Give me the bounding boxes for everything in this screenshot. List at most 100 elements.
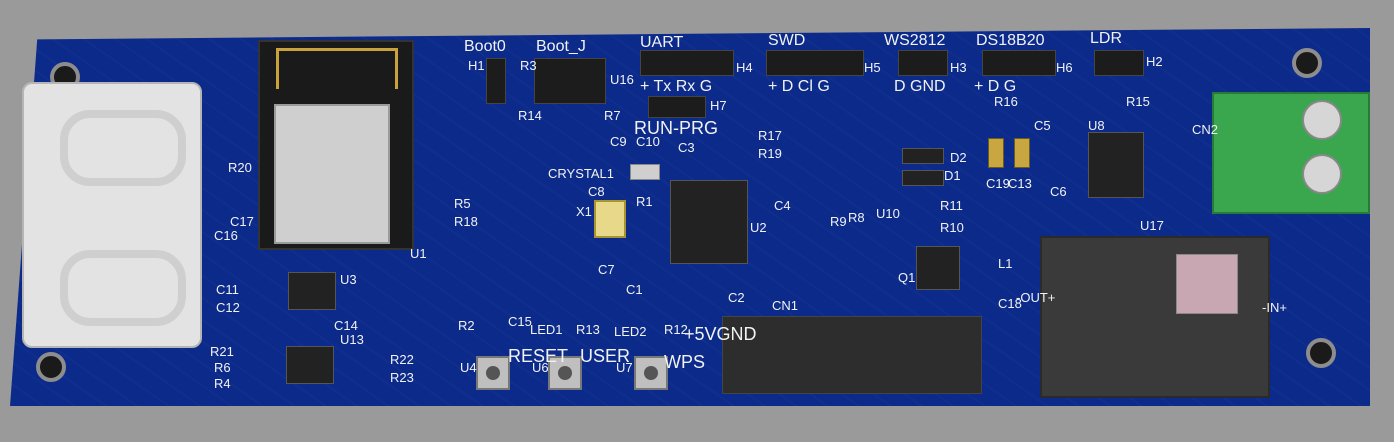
oscillator-x1 xyxy=(594,200,626,238)
uart-label: UART xyxy=(640,34,684,51)
mounting-hole xyxy=(1292,48,1322,78)
cap-c19 xyxy=(988,138,1004,168)
x1-label: X1 xyxy=(576,204,592,219)
led1-label: LED1 xyxy=(530,322,563,337)
mounting-hole xyxy=(1306,338,1336,368)
r2-label: R2 xyxy=(458,318,475,333)
h6-label: H6 xyxy=(1056,60,1073,75)
c14-label: C14 xyxy=(334,318,358,333)
battery-clip xyxy=(60,110,186,186)
header-ws2812 xyxy=(898,50,948,76)
h1-label: H1 xyxy=(468,58,485,73)
battery-clip xyxy=(60,250,186,326)
inductor xyxy=(1176,254,1238,314)
u8-regulator xyxy=(1088,132,1144,198)
r6-label: R6 xyxy=(214,360,231,375)
ds-pins-label: + D G xyxy=(974,78,1017,95)
c18-label: C18 xyxy=(998,296,1022,311)
chip-u13 xyxy=(286,346,334,384)
c11-label: C11 xyxy=(216,282,239,297)
d1-label: D1 xyxy=(944,168,961,183)
h7-label: H7 xyxy=(710,98,727,113)
h3-label: H3 xyxy=(950,60,967,75)
r13-label: R13 xyxy=(576,322,600,337)
u3-label: U3 xyxy=(340,272,357,287)
c1-label: C1 xyxy=(626,282,643,297)
in-label: -IN+ xyxy=(1262,300,1287,315)
header-ds18b20 xyxy=(982,50,1056,76)
cap-c13 xyxy=(1014,138,1030,168)
reset-button[interactable] xyxy=(476,356,510,390)
user-button[interactable] xyxy=(548,356,582,390)
u6-label: U6 xyxy=(532,360,549,375)
r16-label: R16 xyxy=(994,94,1018,109)
u7-label: U7 xyxy=(616,360,633,375)
r22-label: R22 xyxy=(390,352,414,367)
swd-pins-label: + D Cl G xyxy=(768,78,830,95)
diode-d1 xyxy=(902,170,944,186)
chip-q1 xyxy=(916,246,960,290)
c6-label: C6 xyxy=(1050,184,1067,199)
header-swd xyxy=(766,50,864,76)
u16-label: U16 xyxy=(610,72,634,87)
header-h1 xyxy=(486,58,506,104)
module-shield xyxy=(274,104,390,244)
header-ldr xyxy=(1094,50,1144,76)
ws-pins-label: D GND xyxy=(894,78,946,95)
crystal1-label: CRYSTAL1 xyxy=(548,166,614,181)
antenna-trace xyxy=(276,48,398,89)
bootj-label: Boot_J xyxy=(536,38,586,55)
reset-label: RESET xyxy=(508,346,569,366)
chip-u3 xyxy=(288,272,336,310)
crystal xyxy=(630,164,660,180)
u1-label: U1 xyxy=(410,246,427,261)
r5-label: R5 xyxy=(454,196,471,211)
c13-label: C13 xyxy=(1008,176,1032,191)
r10-label: R10 xyxy=(940,220,964,235)
cn1-label: CN1 xyxy=(772,298,799,313)
runprg-label: RUN-PRG xyxy=(634,118,718,138)
c19-label: C19 xyxy=(986,176,1010,191)
wps-label: WPS xyxy=(664,352,706,372)
h2-label: H2 xyxy=(1146,54,1163,69)
uart-pins-label: + Tx Rx G xyxy=(640,78,713,95)
r23-label: R23 xyxy=(390,370,414,385)
q1-label: Q1 xyxy=(898,270,916,285)
l1-label: L1 xyxy=(998,256,1013,271)
r21-label: R21 xyxy=(210,344,234,359)
h4-label: H4 xyxy=(736,60,753,75)
mcu-u2 xyxy=(670,180,748,264)
c17-label: C17 xyxy=(230,214,254,229)
r15-label: R15 xyxy=(1126,94,1150,109)
r11-label: R11 xyxy=(940,198,963,213)
c4-label: C4 xyxy=(774,198,791,213)
u13-label: U13 xyxy=(340,332,364,347)
r20-label: R20 xyxy=(228,160,252,175)
cn2-label: CN2 xyxy=(1192,122,1219,137)
u4-label: U4 xyxy=(460,360,477,375)
h5-label: H5 xyxy=(864,60,881,75)
c7-label: C7 xyxy=(598,262,615,277)
r3-label: R3 xyxy=(520,58,537,73)
out-label: -OUT+ xyxy=(1016,290,1056,305)
r4-label: R4 xyxy=(214,376,231,391)
header-uart xyxy=(640,50,734,76)
r8-label: R8 xyxy=(848,210,865,225)
d2-label: D2 xyxy=(950,150,967,165)
terminal-screw xyxy=(1302,154,1342,194)
r18-label: R18 xyxy=(454,214,478,229)
ds18b20-label: DS18B20 xyxy=(976,32,1045,49)
u17-label: U17 xyxy=(1140,218,1164,233)
c3-label: C3 xyxy=(678,140,695,155)
diode-d2 xyxy=(902,148,944,164)
c15-label: C15 xyxy=(508,314,532,329)
r14-label: R14 xyxy=(518,108,542,123)
wps-button[interactable] xyxy=(634,356,668,390)
u10-label: U10 xyxy=(876,206,900,221)
boot0-label: Boot0 xyxy=(464,38,506,55)
c2-label: C2 xyxy=(728,290,745,305)
r9-label: R9 xyxy=(830,214,847,229)
header-boot xyxy=(534,58,606,104)
r1-label: R1 xyxy=(636,194,653,209)
header-h7 xyxy=(648,96,706,118)
